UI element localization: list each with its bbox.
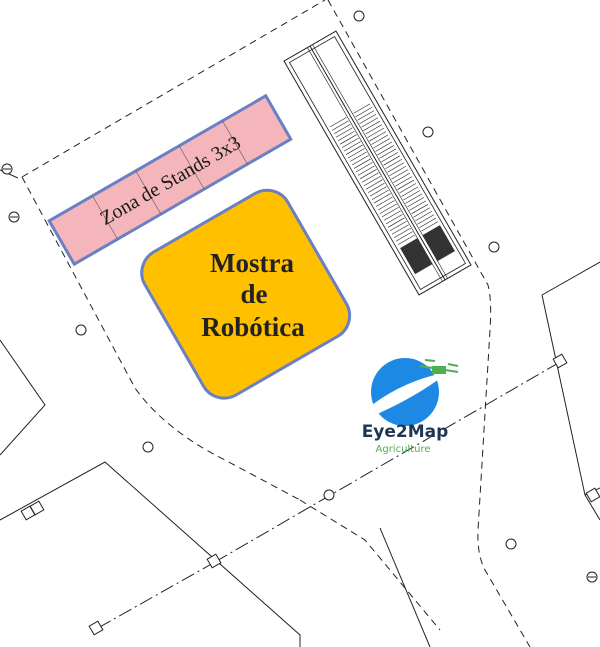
- escalator-step: [387, 217, 405, 228]
- escalator-step: [391, 224, 409, 235]
- escalator-step: [359, 169, 377, 180]
- lamp-posts: [75, 10, 517, 550]
- escalator-step: [383, 210, 401, 221]
- escalator-step: [385, 159, 403, 170]
- escalator-step: [341, 137, 359, 148]
- escalator-step: [407, 197, 425, 208]
- escalator-step: [379, 203, 397, 214]
- escalator-step: [363, 175, 381, 187]
- plaza-boundary: [21, 0, 531, 647]
- escalator-step: [381, 152, 399, 163]
- escalator-step: [385, 214, 403, 225]
- escalator-step: [343, 141, 361, 152]
- swoosh-icon: [372, 372, 448, 415]
- escalator-step: [365, 124, 383, 135]
- drain-symbols: [1, 163, 598, 583]
- escalator-step: [349, 151, 367, 162]
- escalator-step: [411, 204, 429, 215]
- escalator-step: [387, 162, 405, 173]
- escalator-step: [403, 190, 421, 201]
- escalator-step: [401, 186, 419, 197]
- escalator-step: [417, 214, 435, 225]
- escalator-step: [413, 207, 431, 218]
- robotics-zone: Mostra de Robótica: [140, 188, 352, 400]
- escalator-step: [389, 221, 407, 232]
- escalator-step: [375, 196, 393, 207]
- escalator-step: [391, 169, 409, 180]
- escalator-step: [357, 165, 375, 176]
- escalator-step: [339, 134, 357, 145]
- escalator-step: [351, 155, 369, 166]
- escalator-step: [377, 145, 395, 156]
- escalator-step: [347, 148, 365, 159]
- escalator-step: [345, 144, 363, 155]
- escalator-step: [371, 134, 389, 145]
- escalator-step: [395, 231, 413, 242]
- escalator: [283, 30, 472, 296]
- robotics-zone-line-2: de: [241, 279, 268, 309]
- escalator-step: [393, 172, 411, 183]
- escalator-step: [357, 110, 375, 121]
- escalator-step: [395, 176, 413, 187]
- axis-lines: [97, 361, 561, 629]
- escalator-step: [399, 183, 417, 194]
- escalator-steps: [329, 103, 439, 245]
- escalator-step: [405, 193, 423, 204]
- escalator-step: [361, 117, 379, 128]
- escalator-step: [373, 193, 391, 204]
- escalator-step: [389, 165, 407, 176]
- escalator-step: [365, 179, 383, 190]
- escalator-step: [369, 131, 387, 142]
- axis-markers: [20, 353, 600, 636]
- escalator-step: [383, 155, 401, 166]
- escalator-step: [409, 200, 427, 211]
- escalator-step: [359, 113, 377, 125]
- logo-name: Eye2Map: [362, 422, 449, 442]
- escalator-step: [353, 103, 371, 114]
- escalator-step: [393, 227, 411, 238]
- escalator-step: [421, 221, 439, 232]
- escalator-step: [373, 138, 391, 149]
- escalator-step: [397, 179, 415, 190]
- escalator-step: [377, 200, 395, 211]
- robotics-zone-line-3: Robótica: [201, 312, 305, 342]
- logo-tagline: Agriculture: [376, 444, 431, 455]
- robotics-zone-area: [140, 188, 352, 400]
- escalator-step: [331, 120, 349, 131]
- escalator-step: [371, 189, 389, 200]
- eye2map-logo: Eye2Map Agriculture: [362, 358, 459, 455]
- escalator-step: [367, 182, 385, 193]
- escalator-step: [397, 234, 415, 245]
- escalator-step: [379, 148, 397, 159]
- escalator-step: [353, 158, 371, 169]
- escalator-step: [361, 172, 379, 183]
- escalator-step: [419, 217, 437, 228]
- escalator-step: [381, 207, 399, 218]
- escalator-step: [355, 162, 373, 173]
- escalator-step: [335, 127, 353, 138]
- escalator-step: [369, 186, 387, 197]
- escalator-step: [367, 127, 385, 138]
- stands-zone-area: [47, 93, 293, 267]
- escalator-step: [329, 117, 347, 128]
- escalator-step: [375, 141, 393, 152]
- escalator-step: [333, 124, 351, 135]
- escalator-step: [337, 130, 355, 141]
- drone-icon: [419, 359, 459, 374]
- escalator-step: [363, 120, 381, 131]
- escalator-step: [355, 107, 373, 118]
- robotics-zone-line-1: Mostra: [210, 248, 294, 278]
- escalator-step: [415, 210, 433, 222]
